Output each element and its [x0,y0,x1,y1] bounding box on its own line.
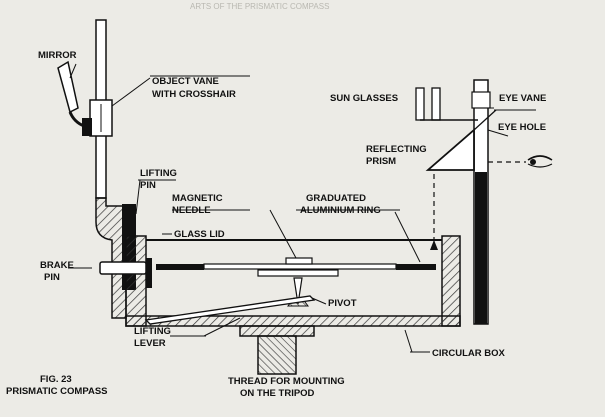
graduated-ring-left [156,264,204,270]
mirror [57,60,92,136]
label-graduated: GRADUATED [306,193,366,204]
label-tripod: ON THE TRIPOD [240,388,315,399]
label-eye-hole: EYE HOLE [498,122,546,133]
label-sun-glasses: SUN GLASSES [330,93,398,104]
label-aluminium-ring: ALUMINIUM RING [300,205,381,216]
label-magnetic: MAGNETIC [172,193,223,204]
label-lifting-pin-2: PIN [140,180,156,191]
label-thread: THREAD FOR MOUNTING [228,376,345,387]
sight-line [433,161,526,246]
label-lever: LEVER [134,338,166,349]
label-prism: PRISM [366,156,396,167]
label-object-vane-crosshair: WITH CROSSHAIR [152,89,236,100]
magnetic-needle [203,257,397,277]
leader-lines [68,63,536,353]
figure-title: PRISMATIC COMPASS [6,386,108,397]
sight-arrow [430,240,438,250]
vane-hinge [95,197,127,319]
eye-vane [471,79,491,325]
mounting-thread [239,325,315,375]
label-mirror: MIRROR [38,50,77,61]
label-needle: NEEDLE [172,205,211,216]
figure-number: FIG. 23 [40,374,72,385]
circular-box [125,235,461,327]
label-pivot: PIVOT [328,298,357,309]
label-lifting: LIFTING [134,326,171,337]
brake-pin [99,258,152,288]
label-object-vane: OBJECT VANE [152,76,219,87]
label-reflecting: REFLECTING [366,144,427,155]
label-circular-box: CIRCULAR BOX [432,348,505,359]
graduated-ring-right [396,264,436,270]
eye-icon [527,155,553,168]
sun-glasses [415,87,478,121]
label-brake: BRAKE [40,260,74,271]
header-text: ARTS OF THE PRISMATIC COMPASS [190,2,329,11]
reflecting-prism [425,109,497,171]
label-eye-vane: EYE VANE [499,93,546,104]
object-vane [89,19,113,199]
label-brake-pin: PIN [44,272,60,283]
lifting-lever [144,295,316,325]
label-lifting-pin: LIFTING [140,168,177,179]
label-glass-lid: GLASS LID [174,229,225,240]
